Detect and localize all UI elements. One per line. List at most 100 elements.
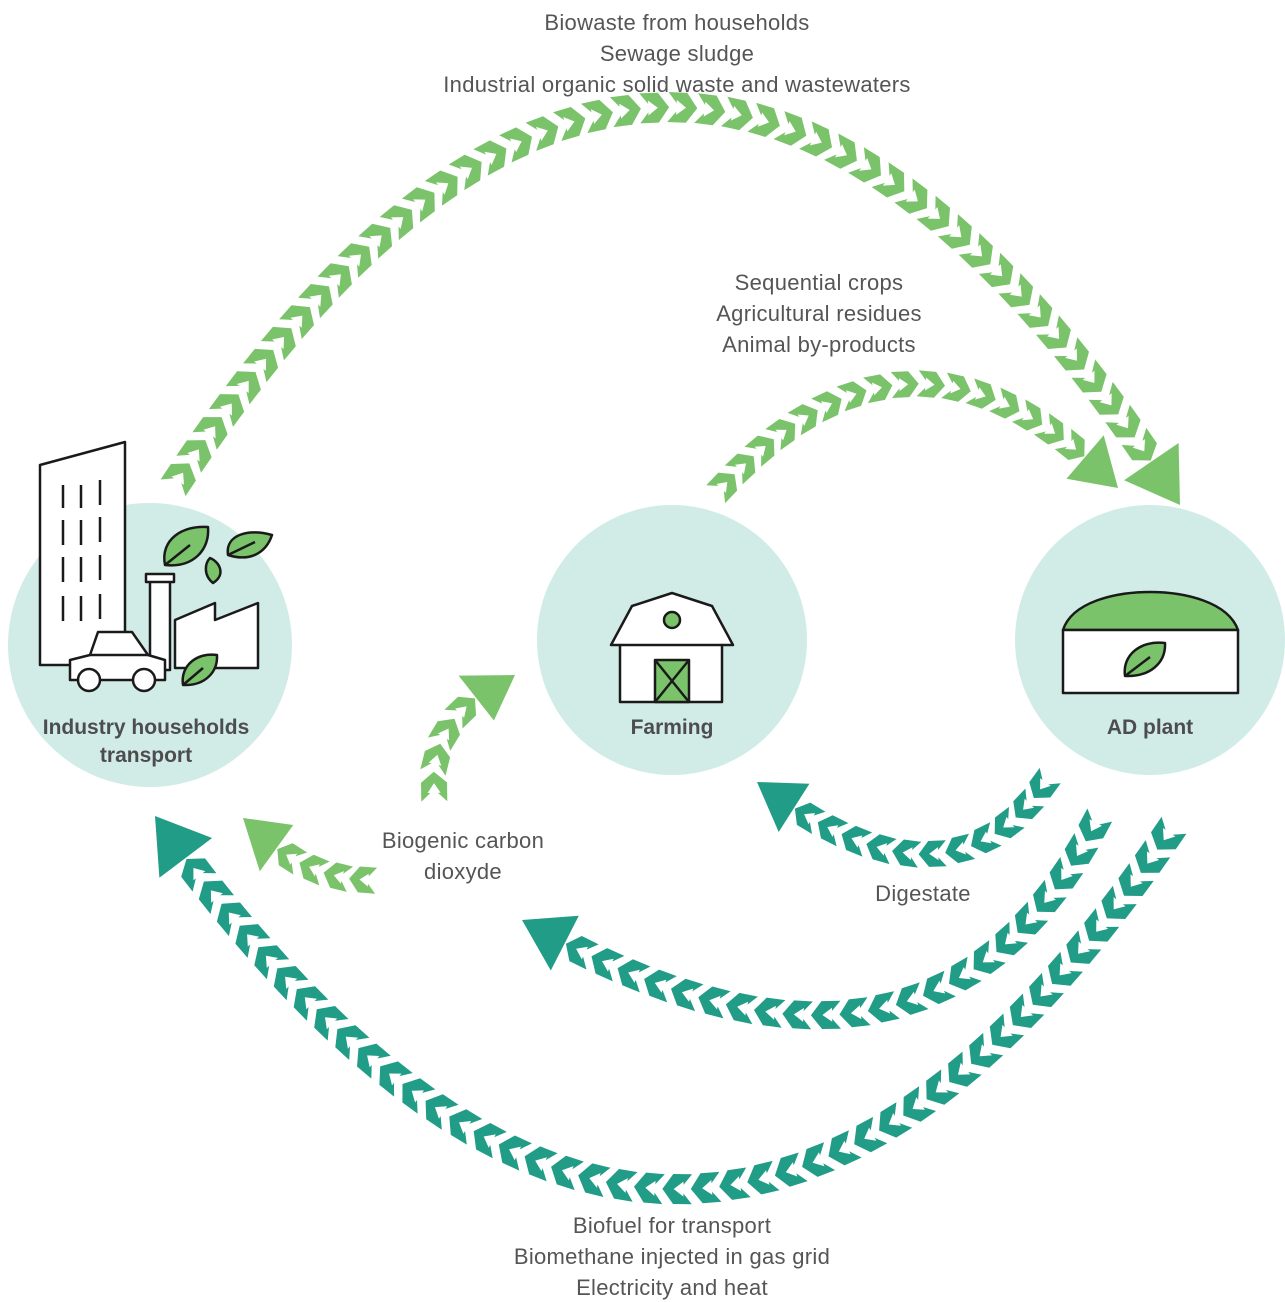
chevron — [1029, 972, 1064, 1008]
chevron-notch — [427, 783, 441, 793]
chevron-notch — [459, 166, 472, 180]
chevron-notch — [846, 390, 857, 403]
chevron-notch — [906, 991, 919, 1005]
chevron-notch — [1028, 305, 1041, 318]
chevron — [565, 936, 599, 970]
chevron-notch — [483, 1134, 496, 1148]
chevron — [1066, 930, 1102, 964]
chevron-notch — [1044, 423, 1056, 434]
energy-label-line2: Biomethane injected in gas grid — [514, 1244, 830, 1269]
chevron-notch — [804, 813, 816, 825]
chevron — [1105, 404, 1141, 438]
chevron — [225, 371, 261, 405]
chevron-notch — [304, 997, 317, 1010]
chevron-notch — [437, 728, 450, 741]
chevron-notch — [933, 980, 946, 994]
chevron-notch — [617, 1178, 628, 1193]
chevron — [358, 223, 393, 259]
chevron-notch — [872, 382, 882, 396]
biowaste-flow-label: Biowaste from households Sewage sludge I… — [443, 10, 910, 97]
chevron-notch — [902, 847, 913, 861]
co2-flow-label: Biogenic carbon dioxyde — [382, 828, 544, 884]
chevron — [1084, 908, 1120, 942]
chevron — [243, 348, 279, 383]
chevron — [824, 133, 857, 169]
chevron-notch — [254, 358, 267, 371]
chevron-notch — [975, 387, 986, 400]
chevron-notch — [391, 217, 404, 229]
chevron — [978, 252, 1014, 288]
chevron — [1054, 337, 1089, 371]
crops-label-line1: Sequential crops — [735, 270, 904, 295]
chevron-notch — [990, 264, 1003, 277]
chevron-notch — [1009, 284, 1022, 297]
chevron — [995, 921, 1028, 956]
chevron-notch — [219, 403, 232, 416]
chevron — [1012, 399, 1043, 431]
chevron-notch — [333, 871, 344, 884]
chevron-notch — [484, 151, 497, 165]
chevron-notch — [590, 109, 602, 124]
chevron-notch — [765, 1005, 776, 1020]
chevron — [208, 394, 245, 427]
chevron-notch — [1065, 348, 1077, 361]
digestate-label: Digestate — [875, 881, 971, 906]
chevron-notch — [535, 1157, 547, 1172]
chevron — [260, 326, 296, 361]
chevron — [894, 178, 928, 214]
chevron — [427, 718, 460, 751]
chevron — [969, 1032, 1004, 1068]
energy-label-line1: Biofuel for transport — [573, 1213, 771, 1238]
chevron — [1064, 833, 1099, 866]
chevron — [724, 453, 756, 485]
chevron-notch — [236, 380, 249, 394]
energy-flow-label: Biofuel for transport Biomethane injecte… — [514, 1213, 830, 1300]
chevron-notch — [325, 1017, 338, 1030]
arrow-head — [155, 816, 213, 878]
chevron — [1014, 901, 1049, 935]
arrow-head — [458, 675, 515, 721]
barn-icon — [609, 591, 735, 704]
chevron-notch — [1020, 1004, 1033, 1017]
chevron-notch — [171, 472, 184, 485]
industry-node-label-line2: transport — [100, 744, 192, 767]
chevron-notch — [1065, 438, 1077, 450]
chevron — [1009, 993, 1045, 1028]
chevron-notch — [589, 1173, 601, 1188]
chevron — [916, 195, 950, 231]
digestate-flow-label: Digestate — [875, 881, 971, 906]
leaf-icon — [204, 556, 222, 585]
chevron-notch — [428, 754, 442, 766]
chevron-notch — [1163, 828, 1176, 841]
chevron-notch — [980, 831, 992, 844]
chevron — [1078, 808, 1113, 842]
chevron-notch — [955, 841, 966, 855]
chevron-notch — [735, 463, 746, 475]
chevron-notch — [821, 401, 832, 413]
chevron-notch — [1132, 439, 1145, 452]
digestate-to-farming-arrow — [757, 767, 1061, 868]
chevron-notch — [809, 131, 822, 146]
chevron — [794, 802, 826, 834]
chevron — [425, 1094, 459, 1130]
chevron-notch — [265, 955, 278, 968]
co2-to-industry-arrow — [243, 818, 378, 894]
arrow-head — [1124, 443, 1180, 505]
chevron-notch — [389, 1073, 402, 1086]
chevron-notch — [851, 835, 863, 848]
chevron-notch — [247, 934, 260, 947]
chevron-notch — [982, 951, 995, 963]
chevron-notch — [979, 1044, 992, 1057]
co2-label-line1: Biogenic carbon — [382, 828, 544, 853]
chevron — [998, 273, 1034, 308]
chevron-notch — [1040, 984, 1053, 997]
chevron-notch — [859, 158, 872, 171]
chevron — [160, 463, 196, 497]
chevron-notch — [882, 173, 895, 186]
chevron-notch — [950, 380, 961, 394]
chevron-notch — [935, 1080, 948, 1093]
chevron — [848, 147, 881, 183]
chevron — [854, 1116, 888, 1153]
arrow-head — [1066, 435, 1118, 488]
